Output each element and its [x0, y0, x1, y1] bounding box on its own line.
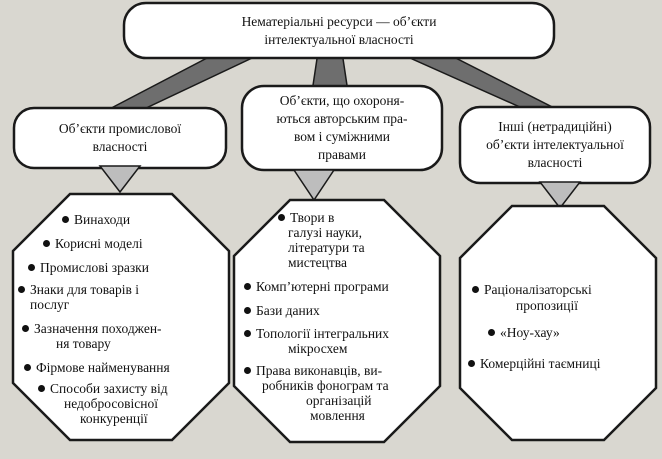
bullet-icon [244, 283, 251, 291]
bullet-icon [472, 286, 479, 294]
bullet-icon [38, 385, 45, 393]
bullet-icon [278, 214, 285, 222]
list-item-continuation: мовлення [310, 408, 365, 423]
list-item-continuation: робників фонограм та [262, 378, 389, 393]
list-item: Комерційні таємниці [468, 356, 600, 372]
arrow-industrial [98, 165, 142, 194]
bullet-icon [18, 286, 25, 294]
list-item: Корисні моделі [43, 236, 143, 252]
list-item: Способи захисту від [38, 381, 168, 397]
bullet-icon [28, 264, 35, 272]
bullet-icon [22, 325, 29, 333]
category-box-industrial [12, 106, 228, 170]
bullet-icon [244, 367, 251, 375]
category-copyright-line4: правами [318, 147, 366, 162]
bullet-icon [244, 307, 251, 315]
list-item-continuation: літератури та [288, 240, 365, 255]
bullet-icon [24, 364, 31, 372]
list-item-continuation: пропозиції [516, 298, 578, 313]
bullet-icon [43, 240, 50, 248]
octagon-copyright [232, 198, 442, 444]
list-item-continuation: недобросовісної [64, 396, 158, 411]
list-item: Раціоналізаторські [472, 282, 592, 298]
octagon-industrial [11, 192, 231, 442]
bullet-icon [244, 330, 251, 338]
category-other-line2: об’єкти інтелектуальної [486, 137, 624, 152]
bullet-icon [468, 360, 475, 368]
list-item: Твори в [278, 210, 334, 226]
list-item: Знаки для товарів і [18, 282, 139, 298]
list-item: Топології інтегральних [244, 326, 389, 342]
list-item-continuation: галузі науки, [288, 225, 363, 240]
list-item-continuation: конкуренції [80, 411, 148, 426]
root-box [122, 1, 556, 60]
list-item: Комп’ютерні програми [244, 279, 389, 295]
arrow-copyright [292, 169, 336, 202]
category-copyright-line3: вом і суміжними [293, 129, 391, 144]
octagon-other [458, 204, 658, 442]
list-item-continuation: мікросхем [288, 341, 348, 356]
arrow-other [538, 181, 582, 210]
list-item: Права виконавців, ви- [244, 363, 382, 379]
list-item: Винаходи [62, 212, 130, 228]
category-industrial-line1: Об’єкти промислової [58, 121, 182, 136]
list-item: Бази даних [244, 303, 320, 319]
root-title-line2: інтелектуальної власності [264, 32, 414, 47]
category-box-copyright [240, 84, 444, 172]
category-other-line3: власності [527, 155, 583, 170]
list-item: «Ноу-хау» [488, 325, 560, 341]
list-item-continuation: послуг [30, 297, 70, 312]
bullet-icon [488, 329, 495, 337]
list-item-continuation: організацій [306, 393, 372, 408]
category-other-line1: Інші (нетрадиційні) [498, 119, 612, 134]
category-copyright-line2: ються авторським пра- [276, 111, 408, 126]
category-industrial-line2: власності [92, 139, 148, 154]
list-item: Зазначення походжен- [22, 321, 162, 337]
list-item-continuation: мистецтва [288, 255, 347, 270]
bullet-icon [62, 216, 69, 224]
root-title-line1: Нематеріальні ресурси — об’єкти [241, 14, 437, 29]
list-item-continuation: ня товару [56, 336, 111, 351]
category-copyright-line1: Об’єкти, що охороня- [279, 93, 405, 108]
list-item: Фірмове найменування [24, 360, 170, 376]
list-item: Промислові зразки [28, 260, 149, 276]
